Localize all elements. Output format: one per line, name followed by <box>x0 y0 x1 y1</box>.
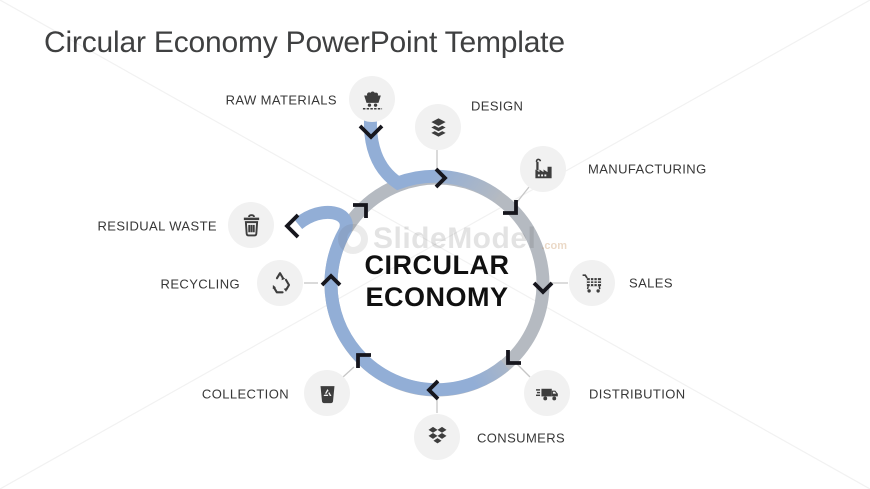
stage-label-manufacturing: MANUFACTURING <box>588 161 707 177</box>
stage-label-residual-waste: RESIDUAL WASTE <box>97 218 217 234</box>
arrow-nw-corner <box>353 203 368 218</box>
center-line-2: ECONOMY <box>365 282 509 312</box>
stage-node-residual-waste <box>228 202 274 248</box>
stage-node-distribution <box>524 370 570 416</box>
stage-label-sales: SALES <box>629 275 673 291</box>
shopping-cart-icon <box>582 273 601 293</box>
slide-title: Circular Economy PowerPoint Template <box>44 26 565 59</box>
recycle-bin-icon <box>320 385 334 403</box>
arrow-entry <box>358 124 384 140</box>
flow-loop-band <box>293 205 510 397</box>
arrow-exit-residual <box>284 213 300 239</box>
stage-node-raw-materials <box>349 76 395 122</box>
delivery-truck-icon <box>535 388 558 400</box>
stage-node-sales <box>569 260 615 306</box>
flow-direction-arrows <box>284 124 554 401</box>
layers-icon <box>427 115 449 139</box>
stage-label-recycling: RECYCLING <box>160 276 240 292</box>
open-box-icon <box>428 426 446 443</box>
stage-node-collection <box>304 370 350 416</box>
stage-label-consumers: CONSUMERS <box>477 430 566 446</box>
arrow-right <box>532 281 554 295</box>
stage-node-recycling <box>257 260 303 306</box>
stage-node-consumers <box>414 414 460 460</box>
mine-cart-icon <box>362 91 382 110</box>
recycle-arrows-icon <box>272 272 291 294</box>
arrow-se-corner <box>506 350 521 365</box>
arrow-ne-corner <box>503 200 518 215</box>
trash-can-icon <box>243 213 259 236</box>
center-line-1: CIRCULAR <box>364 250 510 280</box>
factory-icon <box>534 158 552 178</box>
arrow-sw-corner <box>356 353 371 368</box>
stage-label-distribution: DISTRIBUTION <box>589 386 686 402</box>
stage-node-design <box>415 104 461 150</box>
stage-label-design: DESIGN <box>471 98 524 114</box>
arrow-bottom <box>426 379 440 401</box>
stage-label-raw-materials: RAW MATERIALS <box>225 92 337 108</box>
diagram-center-caption: CIRCULAR ECONOMY <box>337 249 537 313</box>
stage-label-collection: COLLECTION <box>201 386 289 402</box>
stage-node-manufacturing <box>520 146 566 192</box>
flow-entry-band <box>363 111 502 203</box>
arrow-left <box>320 273 342 287</box>
arrow-top <box>434 167 448 189</box>
